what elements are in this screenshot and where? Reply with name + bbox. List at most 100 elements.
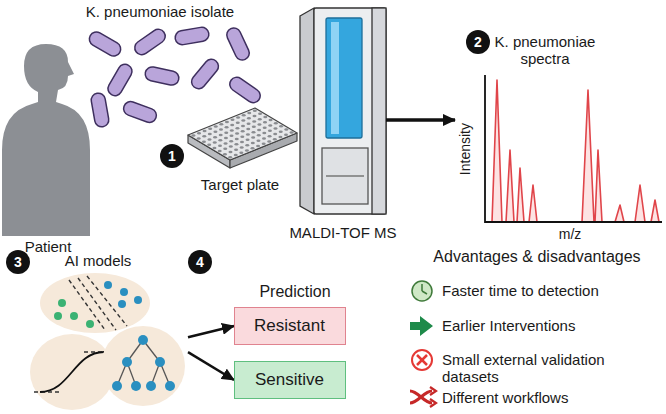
model-bubble <box>30 334 114 410</box>
bacterium-rod <box>174 26 210 46</box>
plate-well <box>219 134 223 137</box>
clock-icon <box>412 281 432 301</box>
crossing-curve <box>410 391 432 403</box>
plate-well <box>219 128 223 131</box>
legend-entry: Faster time to detection <box>442 282 660 299</box>
flow-arrow <box>188 352 234 380</box>
plate-well <box>269 119 273 122</box>
green-arrow-icon <box>410 316 433 336</box>
plate-well <box>284 128 288 131</box>
plate-well <box>224 137 228 140</box>
plate-well <box>245 149 249 152</box>
target-plate <box>188 108 297 168</box>
plate-well <box>231 118 235 121</box>
crossing-head <box>430 387 436 395</box>
patient-silhouette <box>2 44 90 236</box>
plate-well <box>278 136 282 139</box>
plate-top <box>188 108 297 160</box>
plate-well <box>247 112 251 115</box>
tree-node <box>131 381 141 391</box>
plate-well <box>241 125 245 128</box>
x-stroke <box>417 355 427 365</box>
svm-illustration <box>40 273 150 333</box>
illustration-label: K. pneumoniae isolate <box>78 3 242 20</box>
crossing-arrows-icon <box>410 387 436 407</box>
result-box: Resistant <box>234 307 346 345</box>
tree-node <box>146 381 156 391</box>
plate-well <box>218 139 222 142</box>
plate-well <box>253 109 257 112</box>
model-bubble <box>40 273 150 333</box>
instrument-door <box>322 148 368 204</box>
plate-well <box>197 132 201 135</box>
plate-well <box>273 133 277 136</box>
plate-well <box>235 127 239 130</box>
instrument-panel <box>326 18 362 138</box>
plate-well <box>251 136 255 139</box>
plate-well <box>263 121 267 124</box>
plate-well <box>234 154 238 157</box>
class-dot <box>54 312 62 320</box>
bacterium-rod <box>224 26 251 63</box>
model-group: AI models <box>28 276 188 412</box>
instrument-door-line <box>326 175 364 176</box>
plate-well <box>263 126 267 129</box>
plate-well <box>223 153 227 156</box>
callout-number: 4 <box>188 250 212 274</box>
plate-well <box>234 143 238 146</box>
plate-well <box>257 123 261 126</box>
plate-well <box>290 131 294 134</box>
x-stroke <box>417 355 427 365</box>
plate-well <box>207 144 211 147</box>
plate-well <box>241 119 245 122</box>
instrument-label: MALDI-TOF MS <box>286 224 400 241</box>
legend-text: Earlier Interventions <box>442 317 575 334</box>
plate-well <box>274 122 278 125</box>
plate-well <box>263 116 267 119</box>
x-ring <box>412 350 432 370</box>
crossing-head <box>430 399 436 407</box>
plate-well <box>274 127 278 130</box>
legend-text: Faster time to detection <box>442 282 599 299</box>
plate-well <box>247 117 251 120</box>
red-x-icon <box>412 350 432 370</box>
bacterium-rod <box>122 100 159 125</box>
class-dot <box>104 281 112 289</box>
callout-number: 1 <box>160 144 184 168</box>
plate-well <box>218 150 222 153</box>
plate-well <box>213 131 217 134</box>
bacterium-rod <box>189 56 222 91</box>
bacterium-rod <box>87 29 123 58</box>
plate-well <box>258 118 262 121</box>
section-heading: Prediction <box>240 283 350 301</box>
plate-well <box>212 147 216 150</box>
plate-well <box>262 137 266 140</box>
plate-well <box>251 147 255 150</box>
class-dot <box>58 299 66 307</box>
svm-margin <box>87 276 127 326</box>
axis-label: Intensity <box>457 109 473 189</box>
class-dot <box>86 320 94 328</box>
plate-well <box>268 135 272 138</box>
tree-node <box>155 357 165 367</box>
bacterium-rod <box>90 92 110 128</box>
plate-well <box>242 114 246 117</box>
plate-well <box>230 129 234 132</box>
tree-node <box>165 381 175 391</box>
clock-face <box>412 281 432 301</box>
spectrum-peaks <box>486 80 659 222</box>
plate-well <box>247 122 251 125</box>
bacterium-rod <box>144 66 180 87</box>
plate-well <box>202 140 206 143</box>
instrument-strip <box>372 8 386 214</box>
plate-well <box>219 123 223 126</box>
tree-node <box>122 357 132 367</box>
sigmoid-curve <box>40 352 104 392</box>
legend-text: Different workflows <box>442 389 568 406</box>
plate-well <box>252 120 256 123</box>
flow-arrow <box>188 326 234 337</box>
plate-well <box>218 144 222 147</box>
callout-number: 3 <box>6 250 30 274</box>
bacterium-rod <box>105 62 134 98</box>
plate-well <box>246 128 250 131</box>
